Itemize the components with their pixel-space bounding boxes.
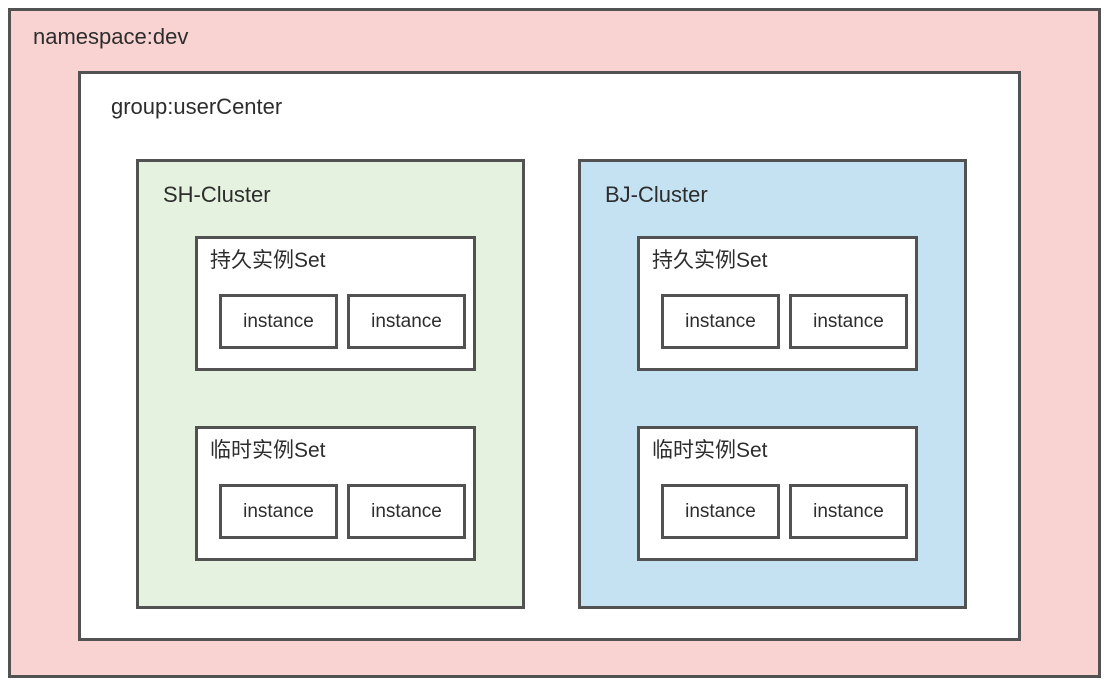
instance-row: instance instance [219,484,466,539]
instance-box: instance [661,294,780,349]
bj-ephemeral-set-label: 临时实例Set [652,439,768,462]
cluster-sh-box: SH-Cluster 持久实例Set instance instance 临时实… [136,159,525,609]
sh-persistent-set-box: 持久实例Set instance instance [195,236,476,371]
sh-ephemeral-set-label: 临时实例Set [210,439,326,462]
instance-box: instance [219,484,338,539]
instance-box: instance [661,484,780,539]
namespace-box: namespace:dev group:userCenter SH-Cluste… [8,8,1101,678]
instance-row: instance instance [661,484,908,539]
group-box: group:userCenter SH-Cluster 持久实例Set inst… [78,71,1021,641]
instance-row: instance instance [219,294,466,349]
sh-ephemeral-set-box: 临时实例Set instance instance [195,426,476,561]
bj-persistent-set-label: 持久实例Set [652,249,768,272]
group-label: group:userCenter [111,94,283,119]
instance-row: instance instance [661,294,908,349]
instance-box: instance [347,484,466,539]
cluster-bj-label: BJ-Cluster [605,182,708,207]
cluster-bj-box: BJ-Cluster 持久实例Set instance instance 临时实… [578,159,967,609]
sh-persistent-set-label: 持久实例Set [210,249,326,272]
cluster-sh-label: SH-Cluster [163,182,271,207]
instance-box: instance [219,294,338,349]
namespace-label: namespace:dev [33,24,189,49]
bj-ephemeral-set-box: 临时实例Set instance instance [637,426,918,561]
instance-box: instance [789,294,908,349]
instance-box: instance [347,294,466,349]
bj-persistent-set-box: 持久实例Set instance instance [637,236,918,371]
instance-box: instance [789,484,908,539]
